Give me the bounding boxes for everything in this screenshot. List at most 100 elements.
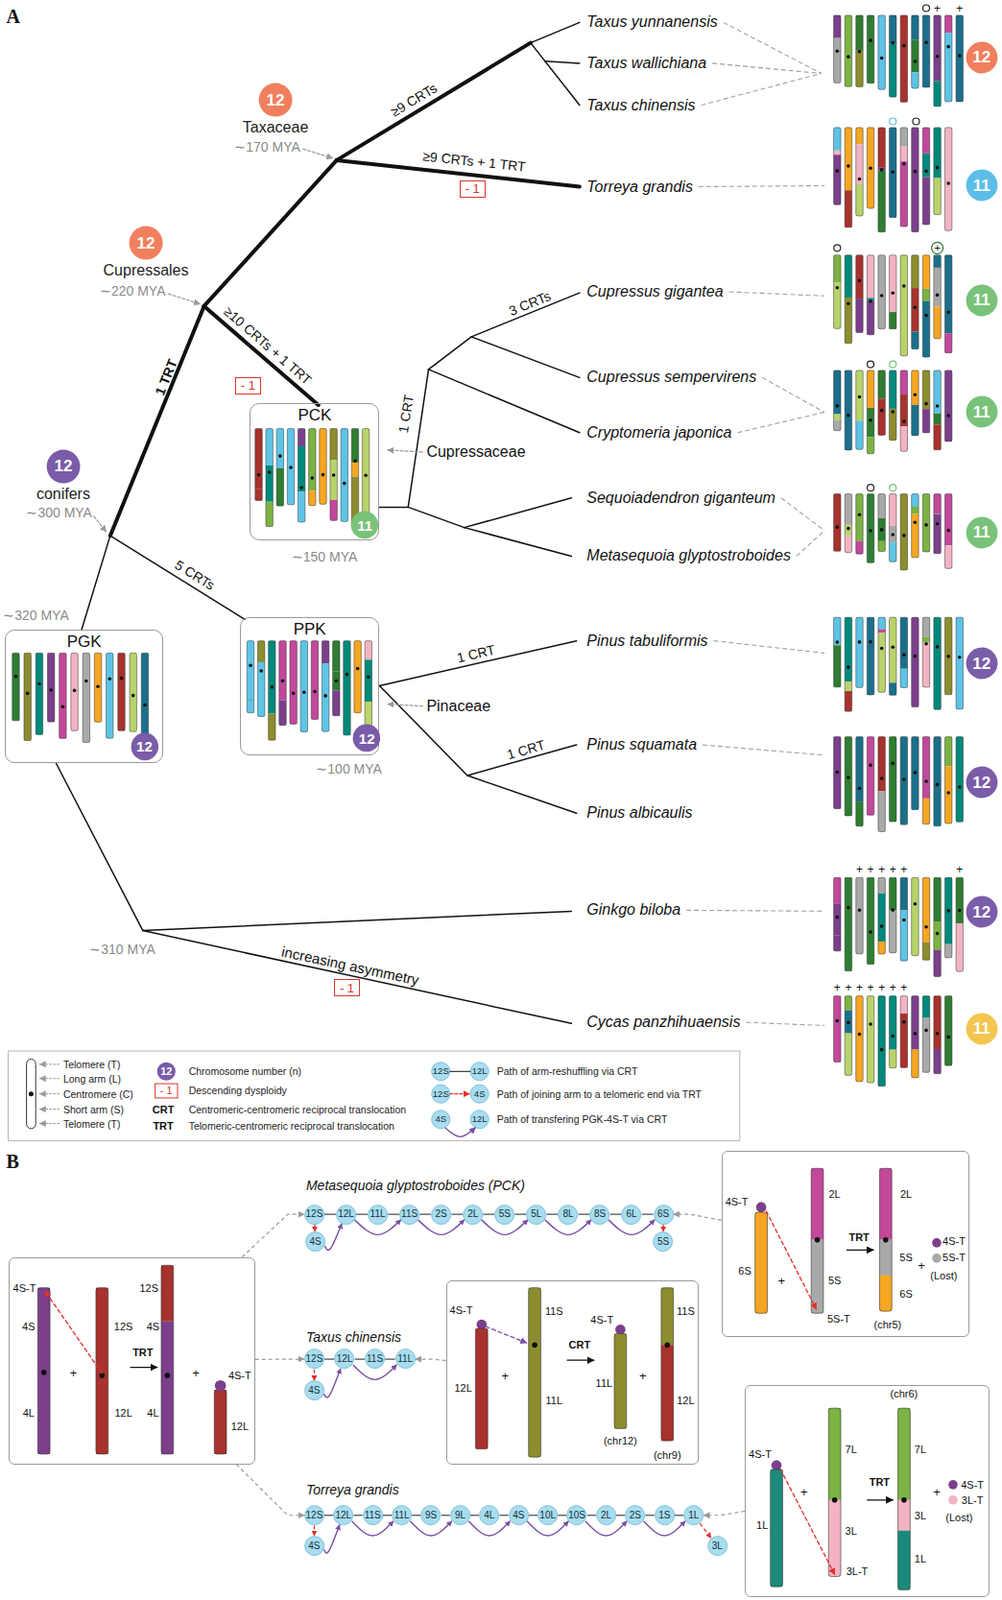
chromosome-segment (23, 652, 31, 740)
inset-label: 11L (545, 1394, 563, 1406)
centromere (924, 925, 929, 930)
chromosome-segment (257, 641, 264, 663)
chromosome-segment (933, 494, 941, 515)
chromosome-segment (12, 652, 20, 720)
chromosome-number-circle: 12Cupressales (128, 225, 164, 261)
centromere (248, 663, 253, 668)
chromosome-segment (933, 617, 941, 710)
centromere (890, 644, 895, 649)
karyotype (834, 255, 953, 358)
chromosome-segment (866, 617, 874, 695)
chromosome-segment (834, 282, 841, 329)
dysploidy-label: - 1 (465, 182, 480, 195)
arm-bubble: 10L (537, 1504, 558, 1526)
chromosome-outline (255, 429, 263, 501)
chromosome-outline (933, 996, 941, 1074)
dysploidy-box: - 1 (459, 180, 486, 198)
plus-marker: + (900, 863, 907, 876)
circle-shape (304, 1349, 324, 1369)
circle-shape (304, 1204, 324, 1224)
plus-marker: + (867, 863, 875, 876)
chromosome-number-circle: 11 (965, 1012, 999, 1046)
age-label: ∼310 MYA (89, 942, 156, 956)
chromosome-segment (844, 877, 852, 971)
centromere (880, 924, 884, 929)
inset-label: 12L (231, 1421, 249, 1432)
age-label: ∼300 MYA (25, 505, 93, 520)
inset-label: 4S-T (590, 1313, 614, 1325)
inset-label: 4S-T (450, 1305, 474, 1316)
centromere (913, 770, 918, 775)
circle-shape (653, 1232, 673, 1252)
chromosome-segment (922, 494, 930, 552)
chromosome-outline (878, 737, 885, 833)
chromosome-segment (878, 790, 885, 832)
chromosome-segment (900, 877, 907, 910)
legend-text: Telomere (T) (63, 1118, 121, 1129)
species-name: Pinus tabuliformis (586, 633, 708, 649)
chromosome-segment (834, 996, 841, 1063)
arm-bubble: 9S (420, 1504, 441, 1526)
centromere (270, 685, 275, 690)
tree-branch (110, 306, 205, 536)
inset-panel: 4S-T4S4L+12S12LTRT12S4S4L+4S-T12L (8, 1257, 256, 1465)
chromosome-segment (944, 944, 952, 958)
chromosome-segment (922, 255, 930, 289)
inset-panel: 4S-T6S+2L5S5S-TTRT2L5S6S(chr5)+4S-T5S-T(… (721, 1150, 970, 1336)
chromosome-segment (922, 370, 930, 409)
chromosome-segment (246, 641, 254, 701)
chromosome-segment (878, 370, 885, 399)
centromere (835, 404, 840, 408)
legend-text: Path of arm-reshuffling via CRT (497, 1066, 639, 1077)
tree-branch (143, 910, 573, 931)
chromosome-segment (834, 644, 841, 688)
arm-label: 2S (430, 1204, 452, 1225)
karyotype (12, 652, 149, 742)
chromosome-outline (161, 1264, 174, 1455)
chromosome-outline (289, 641, 297, 725)
species-name: Taxus chinensis (586, 97, 695, 114)
chromosome-segment (911, 941, 919, 956)
chromosome-outline (834, 737, 841, 810)
chromosome-outline (528, 1288, 542, 1457)
age-label: ∼320 MYA (2, 608, 70, 622)
centromere (957, 785, 962, 789)
chromosome-segment (856, 996, 863, 1082)
chromosome-segment (922, 737, 930, 799)
chromosome-segment (911, 996, 919, 1050)
tree-branch (464, 527, 573, 557)
chromosome-outline (340, 429, 348, 523)
centromere (935, 166, 940, 170)
chromosome-segment (911, 737, 919, 811)
chromosome-segment (898, 1407, 911, 1501)
chromosome-segment (900, 426, 907, 452)
chromosome-outline (922, 15, 930, 88)
chromosome-segment (354, 641, 361, 714)
leader-line (686, 909, 825, 911)
branch-label: 5 CRTs (172, 556, 217, 592)
circle-shape (334, 1505, 354, 1526)
chromosome-segment (94, 652, 101, 722)
plus-marker: + (878, 863, 885, 876)
arm-bubble: 11L (391, 1504, 412, 1526)
centromere (41, 1369, 48, 1376)
centromere (890, 291, 895, 296)
centromere (935, 522, 940, 526)
tree-branch (407, 369, 429, 508)
chromosome-segment (933, 996, 941, 1050)
inset-label: 3L (845, 1525, 858, 1536)
centromere (84, 679, 89, 684)
chromosome-outline (279, 641, 287, 726)
centromere (901, 1497, 907, 1503)
chromosome-outline (889, 255, 897, 330)
chromosome-segment (878, 541, 885, 552)
chromosome-outline (944, 370, 952, 442)
legend-text: Telomere (T) (63, 1059, 121, 1071)
circle-shape (431, 1204, 452, 1224)
chromosome-outline (922, 370, 930, 433)
arm-bubble: 2S (430, 1204, 452, 1225)
arm-bubble: 12S (304, 1348, 325, 1369)
chromosome-segment (944, 15, 952, 33)
centromere (25, 691, 30, 696)
plus-marker: + (878, 981, 885, 994)
